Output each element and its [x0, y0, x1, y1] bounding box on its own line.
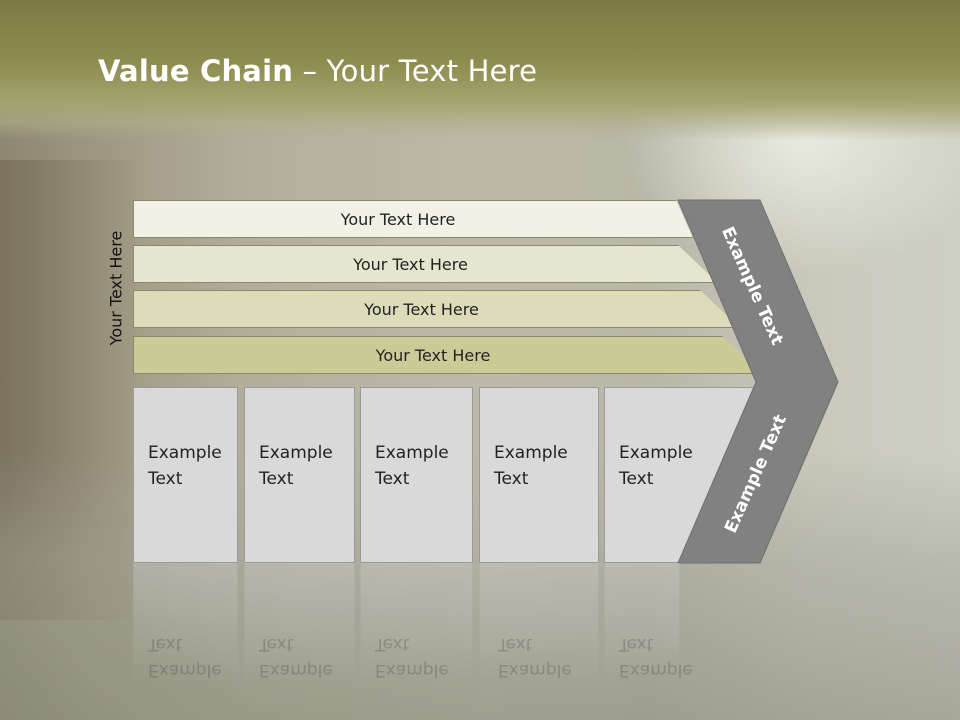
title-bar	[0, 0, 960, 140]
value-band-2: Your Text Here	[133, 245, 718, 283]
activity-box-2-line2: Text	[259, 469, 294, 489]
title-rest: – Your Text Here	[293, 54, 538, 88]
value-band-4-label: Your Text Here	[375, 345, 491, 365]
activity-box-2: Example Text	[244, 387, 355, 563]
activity-box-1-line2: Text	[148, 469, 183, 489]
value-band-1: Your Text Here	[133, 200, 693, 238]
chevron-arrow-shape	[677, 199, 839, 564]
activity-box-2-line1: Example	[259, 443, 333, 463]
activity-box-3-line2: Text	[375, 469, 410, 489]
activity-box-1-line1: Example	[148, 443, 222, 463]
activity-box-4-line2: Text	[494, 469, 529, 489]
activity-box-1: Example Text	[133, 387, 238, 563]
activity-box-3: Example Text	[360, 387, 473, 563]
activity-box-5-line2: Text	[619, 469, 654, 489]
value-band-4: Your Text Here	[133, 336, 763, 374]
activity-box-3-line1: Example	[375, 443, 449, 463]
activity-box-4: Example Text	[479, 387, 599, 563]
activity-box-5-line1: Example	[619, 443, 693, 463]
value-band-2-label: Your Text Here	[353, 254, 468, 274]
activity-box-4-line1: Example	[494, 443, 568, 463]
value-band-1-label: Your Text Here	[340, 209, 456, 229]
value-band-3-label: Your Text Here	[364, 299, 479, 319]
slide-title: Value Chain – Your Text Here	[98, 54, 537, 88]
value-band-3: Your Text Here	[133, 290, 740, 328]
title-bold: Value Chain	[98, 54, 294, 88]
